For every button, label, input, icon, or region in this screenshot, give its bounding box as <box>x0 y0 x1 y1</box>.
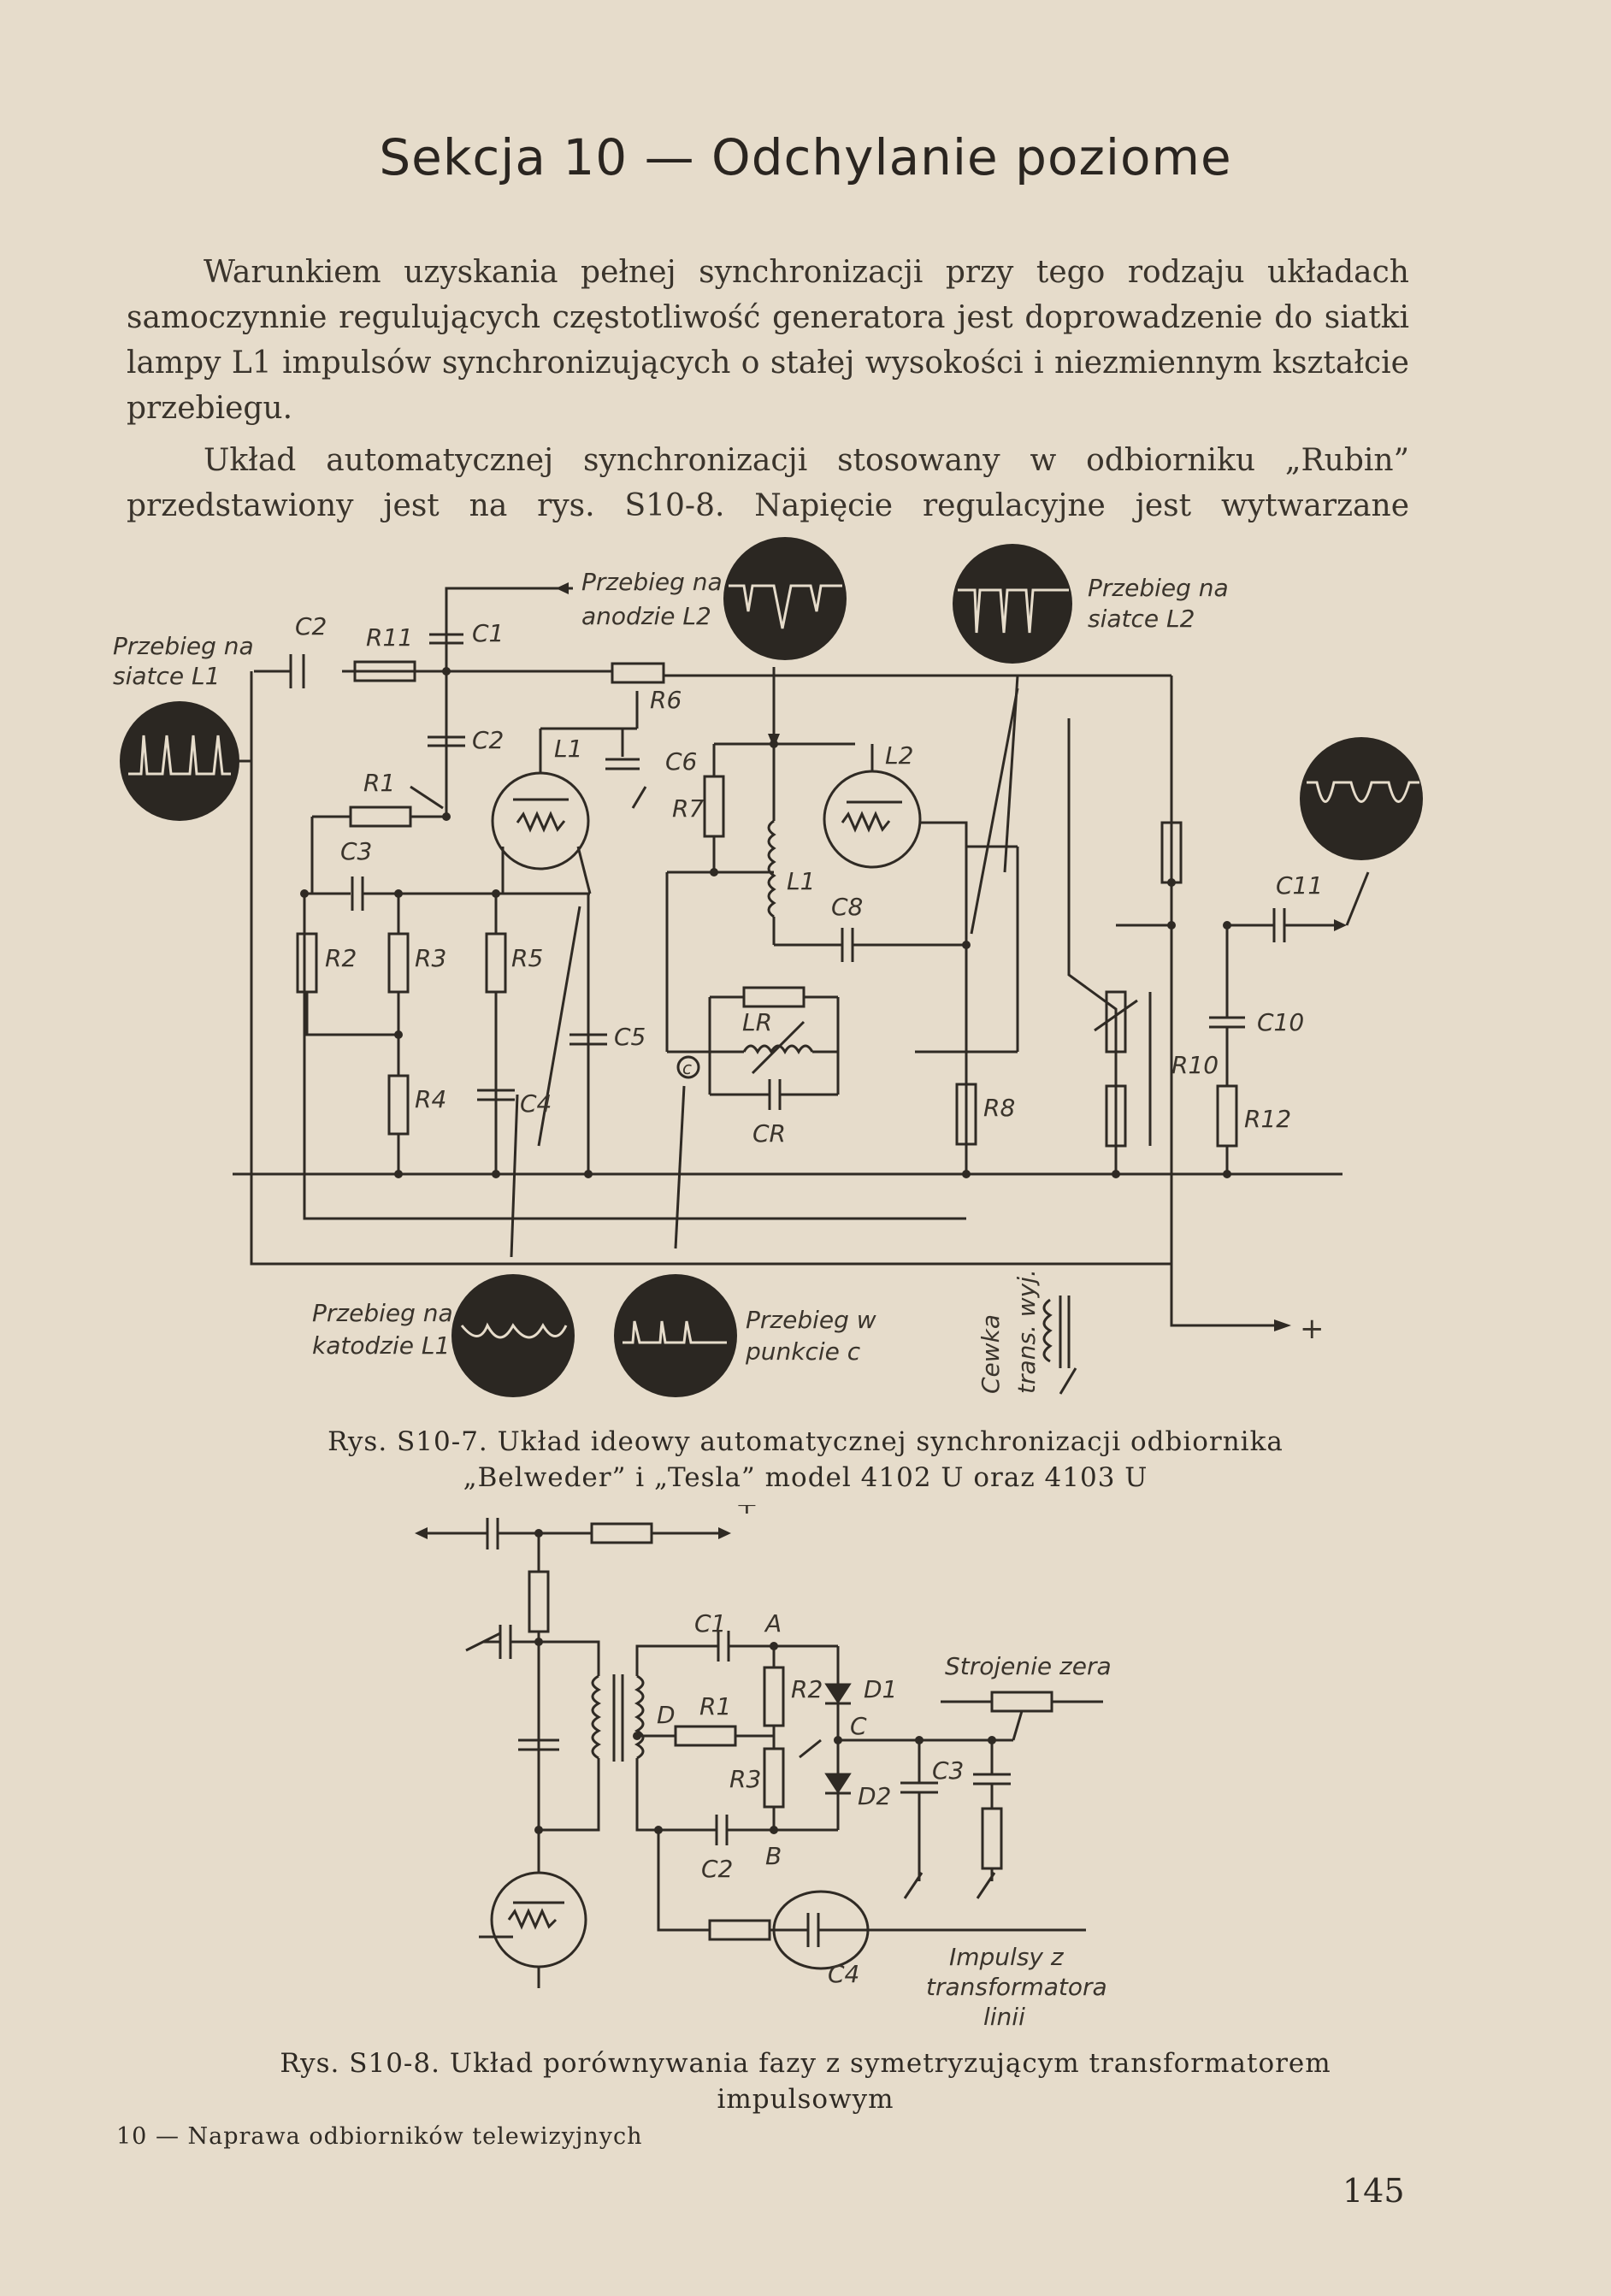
label-c5: C5 <box>614 1023 646 1051</box>
label-r8: R8 <box>983 1094 1015 1122</box>
label-l1-coil: L1 <box>787 867 815 895</box>
label-c2: C2 <box>295 612 327 640</box>
section-title: Sekcja 10 — Odchylanie poziome <box>379 128 1232 186</box>
page-number: 145 <box>1342 2172 1405 2210</box>
label-wave-cathode-l1-b: katodzie L1 <box>312 1331 450 1360</box>
label-wave-grid-l2-b: siatce L2 <box>1088 605 1195 633</box>
label-wave-grid-l1-b: siatce L1 <box>113 662 220 690</box>
label-c10: C10 <box>1257 1008 1304 1036</box>
label-fig2-c2: C2 <box>701 1855 733 1883</box>
waveform-anode-l2-icon <box>723 537 847 660</box>
label-fig2-c1: C1 <box>694 1609 726 1638</box>
label-fig2-r3: R3 <box>729 1765 761 1793</box>
label-c1: C1 <box>472 619 504 647</box>
label-l2-tube: L2 <box>885 741 913 770</box>
label-lr: LR <box>742 1008 772 1036</box>
label-r2: R2 <box>325 944 357 972</box>
waveform-output-icon <box>1300 737 1423 860</box>
figure-s10-7-caption-line2: „Belweder” i „Tesla” model 4102 U oraz 4… <box>463 1462 1148 1493</box>
label-r1: R1 <box>363 769 395 797</box>
label-wave-grid-l2-a: Przebieg na <box>1088 574 1229 602</box>
label-point-c: c <box>682 1058 692 1078</box>
label-fig2-d2: D2 <box>858 1782 891 1810</box>
label-c8: C8 <box>831 893 863 921</box>
paragraph-2: Układ automatycznej synchronizacji stoso… <box>127 443 1409 523</box>
label-fig2-a: A <box>764 1609 782 1638</box>
label-fig2-tuning-zero: Strojenie zera <box>945 1652 1112 1680</box>
label-wave-point-c-a: Przebieg w <box>746 1306 876 1334</box>
figure-s10-7-caption-line1: Rys. S10-7. Układ ideowy automatycznej s… <box>328 1426 1283 1457</box>
label-r6: R6 <box>650 686 682 714</box>
label-plus: + <box>1300 1312 1325 1346</box>
figure-s10-8-caption-line2: impulsowym <box>717 2084 894 2115</box>
label-coil-a: Cewka <box>977 1314 1005 1394</box>
label-fig2-pulses-b: transformatora <box>926 1973 1107 2001</box>
label-wave-cathode-l1-a: Przebieg na <box>312 1299 453 1327</box>
label-c3: C3 <box>340 837 372 865</box>
label-c6: C6 <box>665 747 697 776</box>
waveform-grid-l1-icon <box>120 701 239 821</box>
label-coil-b: trans. wyj. <box>1012 1269 1041 1394</box>
label-cr: CR <box>752 1119 786 1148</box>
label-c4: C4 <box>520 1089 552 1118</box>
label-fig2-pulses-a: Impulsy z <box>949 1943 1065 1971</box>
label-fig2-b: B <box>765 1842 782 1870</box>
label-r4: R4 <box>415 1085 446 1113</box>
label-wave-anode-l2-a: Przebieg na <box>581 568 723 596</box>
waveform-cathode-l1-icon <box>451 1274 575 1397</box>
label-fig2-r1: R1 <box>699 1692 731 1721</box>
figure-s10-8-schematic: + C1 A R2 D1 C D R1 R3 D2 C3 C2 B Stroje… <box>415 1505 1112 2031</box>
label-fig2-c4: C4 <box>828 1960 859 1988</box>
label-l1-tube: L1 <box>554 735 582 763</box>
label-wave-grid-l1-a: Przebieg na <box>113 632 254 660</box>
label-c11: C11 <box>1276 871 1323 900</box>
label-fig2-d1: D1 <box>864 1675 897 1703</box>
label-wave-point-c-b: punkcie c <box>745 1337 861 1366</box>
footer-text: 10 — Naprawa odbiorników telewizyjnych <box>116 2123 643 2150</box>
waveform-point-c-icon <box>614 1274 737 1397</box>
figure-s10-7-schematic: Przebieg na siatce L1 Przebieg na anodzi… <box>113 537 1423 1397</box>
label-r3: R3 <box>415 944 446 972</box>
label-fig2-r2: R2 <box>791 1675 823 1703</box>
figure-s10-8-caption-line1: Rys. S10-8. Układ porównywania fazy z sy… <box>280 2048 1331 2079</box>
label-r11: R11 <box>366 623 413 652</box>
label-fig2-c3: C3 <box>932 1756 964 1785</box>
label-fig2-pulses-c: linii <box>983 2003 1025 2031</box>
label-r12: R12 <box>1244 1105 1291 1133</box>
label-fig2-plus: + <box>735 1505 758 1520</box>
label-fig2-c: C <box>850 1712 867 1740</box>
label-r5: R5 <box>511 944 543 972</box>
label-wave-anode-l2-b: anodzie L2 <box>581 602 711 630</box>
label-c2b: C2 <box>472 726 504 754</box>
label-r7: R7 <box>672 794 704 823</box>
label-fig2-d: D <box>657 1701 676 1729</box>
waveform-grid-l2-icon <box>953 544 1072 664</box>
body-text: Warunkiem uzyskania pełnej synchronizacj… <box>127 250 1409 528</box>
paragraph-1: Warunkiem uzyskania pełnej synchronizacj… <box>127 255 1409 426</box>
label-r10: R10 <box>1171 1051 1219 1079</box>
